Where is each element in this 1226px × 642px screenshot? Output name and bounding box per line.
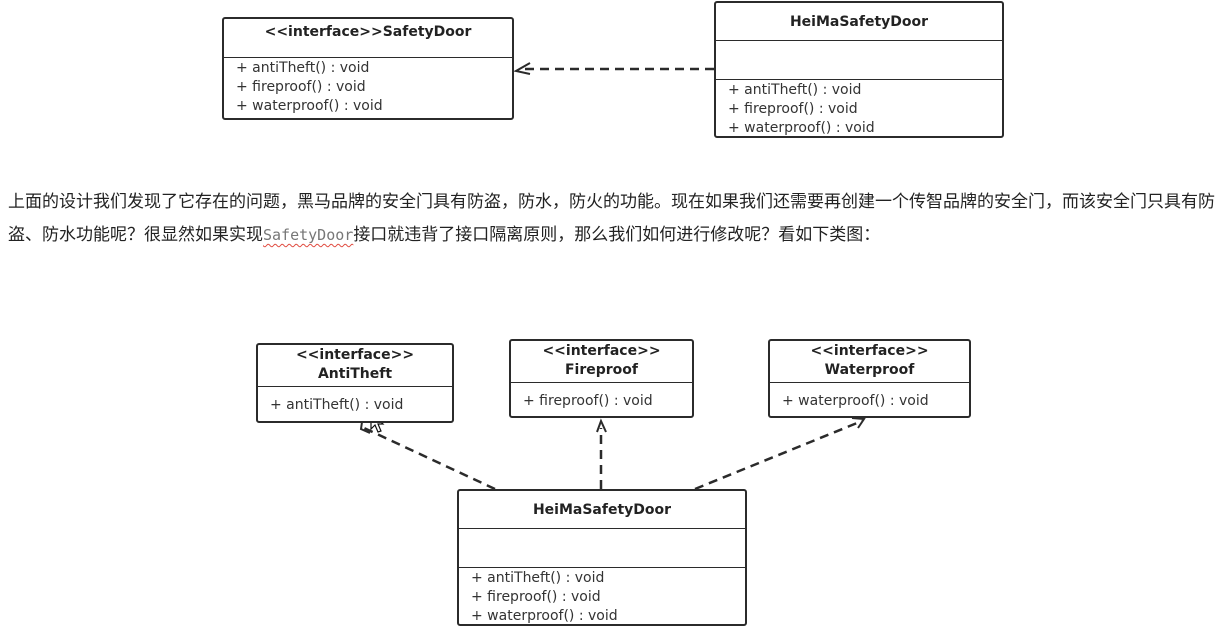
inline-code-safetydoor: SafetyDoor [263,226,354,244]
uml-method: + waterproof() : void [728,120,875,136]
uml-methods: + antiTheft() : void + fireproof() : voi… [459,568,745,626]
uml-interface-fireproof: <<interface>> Fireproof + fireproof() : … [509,339,694,418]
uml-header: <<interface>>SafetyDoor [224,19,512,58]
uml-interface-waterproof: <<interface>> Waterproof + waterproof() … [768,339,971,418]
explanation-paragraph: 上面的设计我们发现了它存在的问题，黑马品牌的安全门具有防盗，防水，防火的功能。现… [8,186,1220,252]
realization-connector-waterproof [694,419,863,491]
uml-method: + antiTheft() : void [471,570,605,586]
uml-header: HeiMaSafetyDoor [459,491,745,529]
uml-class-name: AntiTheft [317,366,393,382]
realization-connector-antitheft [363,426,496,491]
uml-methods: + antiTheft() : void + fireproof() : voi… [224,58,512,116]
uml-stereotype: <<interface>> [295,347,415,363]
uml-class-name: Waterproof [824,362,915,378]
realization-arrowhead-1 [513,62,531,75]
paragraph-text-1: 上面的设计我们发现了它存在的问题，黑马品牌的安全门具有防盗，防水，防火的功能。现… [8,192,1215,245]
uml-method: + fireproof() : void [236,79,366,95]
uml-interface-safetydoor: <<interface>>SafetyDoor + antiTheft() : … [222,17,514,120]
uml-methods: + fireproof() : void [511,383,692,411]
uml-class-heimasafetydoor-top: HeiMaSafetyDoor + antiTheft() : void + f… [714,1,1004,138]
uml-methods: + antiTheft() : void [258,387,452,415]
uml-stereotype: <<interface>> [542,343,661,359]
paragraph-text-2: 接口就违背了接口隔离原则，那么我们如何进行修改呢？看如下类图： [353,225,881,245]
uml-method: + antiTheft() : void [270,397,404,413]
uml-method: + antiTheft() : void [728,82,862,98]
uml-header: <<interface>> Fireproof [511,341,692,383]
uml-attributes-empty [716,41,1002,80]
uml-method: + waterproof() : void [782,393,929,409]
uml-method: + waterproof() : void [471,608,618,624]
uml-class-name: Fireproof [564,362,638,378]
uml-method: + waterproof() : void [236,98,383,114]
uml-method: + antiTheft() : void [236,60,370,76]
realization-arrowhead-antitheft [359,421,371,434]
uml-class-name: HeiMaSafetyDoor [532,502,672,518]
uml-class-heimasafetydoor-bottom: HeiMaSafetyDoor + antiTheft() : void + f… [457,489,747,626]
realization-arrowhead-fireproof [596,418,607,433]
uml-methods: + antiTheft() : void + fireproof() : voi… [716,80,1002,138]
uml-method: + fireproof() : void [728,101,858,117]
uml-header: <<interface>> AntiTheft [258,345,452,387]
realization-arrowhead-waterproof [851,417,866,429]
uml-method: + fireproof() : void [523,393,653,409]
uml-attributes-empty [459,529,745,568]
uml-header: HeiMaSafetyDoor [716,3,1002,41]
uml-methods: + waterproof() : void [770,383,969,411]
uml-header: <<interface>> Waterproof [770,341,969,383]
uml-stereotype: <<interface>> [810,343,929,359]
uml-interface-antitheft: <<interface>> AntiTheft + antiTheft() : … [256,343,454,423]
uml-class-name: HeiMaSafetyDoor [789,14,929,30]
uml-class-name: <<interface>>SafetyDoor [264,24,472,40]
uml-method: + fireproof() : void [471,589,601,605]
